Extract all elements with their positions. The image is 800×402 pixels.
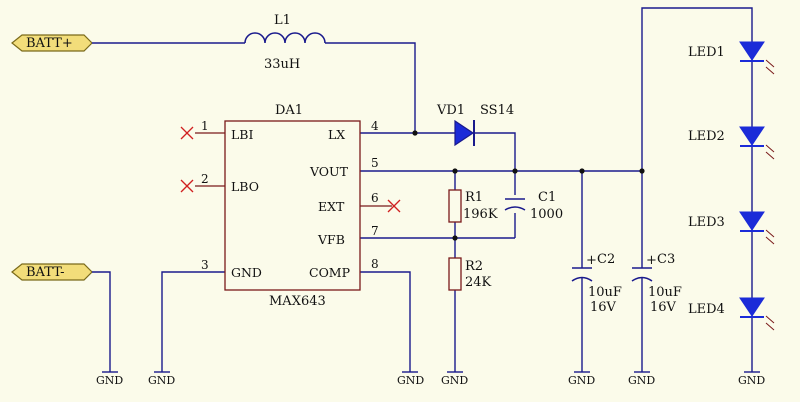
inductor-l1-ref: L1 <box>274 13 291 28</box>
gnd-symbol-6: GND <box>628 371 655 387</box>
pin-3-name: GND <box>231 265 262 280</box>
gnd-label: GND <box>148 374 175 387</box>
junctions <box>412 130 645 241</box>
r1-ref: R1 <box>465 190 483 205</box>
pin-2-num: 2 <box>201 172 209 186</box>
pin-2-name: LBO <box>231 179 259 194</box>
c3-value1: 10uF <box>648 285 682 300</box>
pin-8-num: 8 <box>371 257 379 271</box>
port-batt-minus: BATT- <box>11 263 93 281</box>
resistor-r1: R1 196K <box>448 189 498 223</box>
pin-4-name: LX <box>328 127 345 142</box>
gnd-symbol-3: GND <box>397 371 424 387</box>
led-4: LED4 <box>688 297 775 331</box>
led-3-label: LED3 <box>688 215 725 230</box>
c2-ref: C2 <box>597 252 615 267</box>
diode-ref: VD1 <box>436 103 465 118</box>
led-2: LED2 <box>688 126 775 160</box>
r2-ref: R2 <box>465 259 483 274</box>
no-connect-icon <box>387 199 401 213</box>
pin-3-num: 3 <box>201 258 209 272</box>
c2-plus: + <box>586 253 597 268</box>
led-1-label: LED1 <box>688 45 725 60</box>
gnd-symbol-1: GND <box>96 371 123 387</box>
diode-part: SS14 <box>480 103 514 118</box>
gnd-label: GND <box>568 374 595 387</box>
pin-6-name: EXT <box>318 199 345 214</box>
gnd-label: GND <box>397 374 424 387</box>
port-batt-plus: BATT+ <box>11 34 93 52</box>
led-4-label: LED4 <box>688 302 725 317</box>
led-1: LED1 <box>688 41 775 75</box>
port-batt-plus-label: BATT+ <box>26 36 73 51</box>
diode-vd1: VD1 SS14 <box>436 103 514 147</box>
gnd-symbol-5: GND <box>568 371 595 387</box>
port-batt-minus-label: BATT- <box>26 265 65 280</box>
c3-ref: C3 <box>657 252 675 267</box>
c3-value2: 16V <box>650 300 677 315</box>
pin-5-num: 5 <box>371 156 379 170</box>
ic-da1: DA1 MAX643 1 LBI 2 LBO 3 GND 4 LX 5 VOUT… <box>201 103 379 309</box>
ic-ref: DA1 <box>275 103 303 118</box>
pin-7-name: VFB <box>317 232 345 247</box>
ic-part: MAX643 <box>269 294 326 309</box>
gnd-symbol-2: GND <box>148 371 175 387</box>
gnd-label: GND <box>738 374 765 387</box>
pin-8-name: COMP <box>309 265 350 280</box>
led-2-label: LED2 <box>688 129 725 144</box>
c1-value: 1000 <box>530 207 563 222</box>
led-3: LED3 <box>688 211 775 245</box>
pin-1-num: 1 <box>201 119 209 133</box>
pin-6-num: 6 <box>371 191 379 205</box>
pin-1-name: LBI <box>231 127 253 142</box>
capacitor-c3: + C3 10uF 16V <box>631 252 682 315</box>
gnd-label: GND <box>96 374 123 387</box>
pin-4-num: 4 <box>371 119 379 133</box>
no-connect-icon <box>180 179 194 193</box>
c2-value2: 16V <box>590 300 617 315</box>
pin-5-name: VOUT <box>309 164 349 179</box>
c3-plus: + <box>646 253 657 268</box>
r2-value: 24K <box>465 275 492 290</box>
pin-7-num: 7 <box>371 224 379 238</box>
capacitor-c1: C1 1000 <box>504 190 563 222</box>
gnd-symbol-4: GND <box>441 371 468 387</box>
inductor-l1-value: 33uH <box>264 57 300 72</box>
no-connect-marks <box>180 126 401 213</box>
inductor-l1: L1 33uH <box>244 13 326 72</box>
resistor-r2: R2 24K <box>448 257 492 291</box>
no-connect-icon <box>180 126 194 140</box>
gnd-symbol-7: GND <box>738 371 765 387</box>
c1-ref: C1 <box>538 190 556 205</box>
c2-value1: 10uF <box>588 285 622 300</box>
capacitor-c2: + C2 10uF 16V <box>571 252 622 315</box>
gnd-label: GND <box>628 374 655 387</box>
r1-value: 196K <box>463 207 498 222</box>
gnd-label: GND <box>441 374 468 387</box>
